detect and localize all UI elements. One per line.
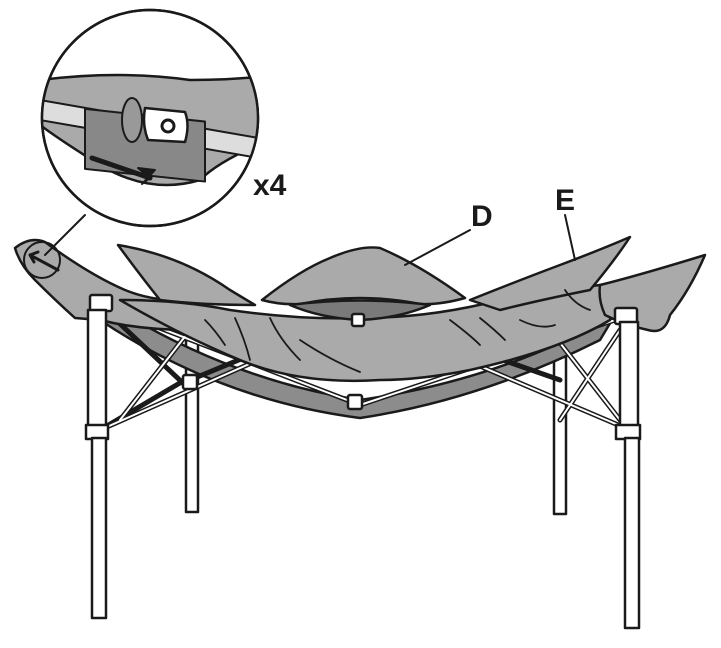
- corner-hubs: [88, 293, 639, 411]
- leader-line-detail: [44, 214, 86, 256]
- vent-opening: [288, 299, 432, 322]
- leader-line-frame: [564, 214, 576, 261]
- leader-line-canopy: [404, 229, 471, 266]
- canopy-back-left-flap: [116, 243, 257, 307]
- detail-callout-marker: [23, 241, 61, 279]
- canopy-fabric: [13, 235, 707, 383]
- canopy-underside: [98, 303, 617, 420]
- zoom-strap-fold: [121, 97, 143, 143]
- front-right-leg: [614, 320, 642, 630]
- label-d: D: [471, 200, 493, 233]
- fabric-folds: [204, 289, 591, 373]
- canopy-top-vent: [260, 246, 467, 306]
- label-e: E: [555, 184, 575, 217]
- quantity-label: x4: [253, 169, 287, 202]
- front-left-leg: [84, 308, 110, 620]
- zoom-detail: [40, 8, 260, 228]
- canopy-back-right-flap: [468, 235, 632, 312]
- arrow-icon: [28, 250, 60, 272]
- zoom-arrow: [89, 155, 153, 181]
